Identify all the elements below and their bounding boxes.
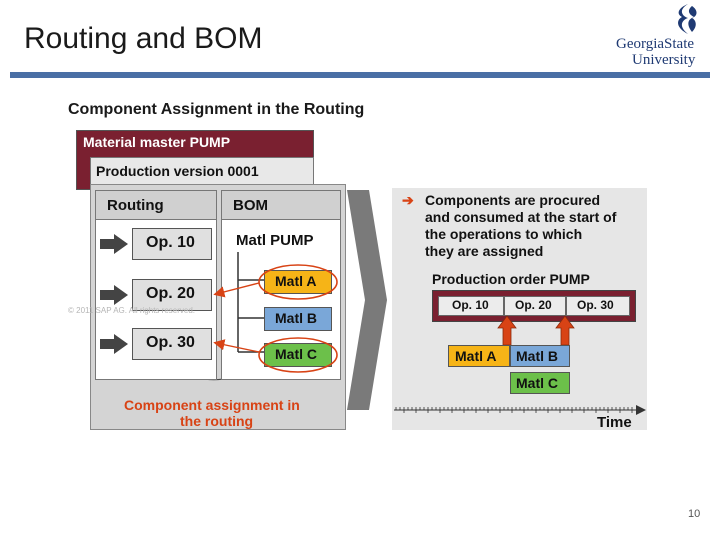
bullet-line: the operations to which [425, 226, 583, 242]
order-matl-c-label: Matl C [516, 375, 558, 391]
copyright-text: © 2011 SAP AG. All rights reserved. [68, 306, 195, 315]
time-axis-label: Time [597, 414, 632, 431]
bullet-arrow-icon: ➔ [402, 192, 414, 208]
operation-label: Op. 10 [146, 234, 195, 251]
figure-title: Component Assignment in the Routing [68, 101, 365, 118]
order-op-box [438, 296, 504, 316]
caption-line2: the routing [180, 413, 254, 429]
university-logo: GeorgiaState University [612, 2, 712, 70]
page-number: 10 [688, 508, 701, 520]
order-matl-a-label: Matl A [455, 348, 497, 364]
bom-header-item: Matl PUMP [236, 232, 314, 249]
operation-box [132, 228, 212, 260]
order-matl-a-box [448, 345, 510, 367]
order-matl-b-label: Matl B [516, 348, 558, 364]
slide-title: Routing and BOM [24, 22, 263, 55]
op-arrow-icon [100, 285, 128, 305]
bullet-line: and consumed at the start of [425, 209, 617, 225]
matl-b-label: Matl B [275, 310, 317, 326]
production-order-title: Production order PUMP [432, 271, 590, 287]
order-op-box [504, 296, 566, 316]
bom-tree-lines [237, 252, 264, 353]
flame-icon [678, 4, 697, 34]
op-arrow-icon [100, 234, 128, 254]
bom-label: BOM [233, 197, 268, 214]
operation-label: Op. 30 [146, 334, 195, 351]
order-op-label: Op. 10 [452, 298, 489, 312]
time-axis [394, 405, 646, 415]
operation-box [132, 328, 212, 360]
logo-text-line2: University [632, 52, 696, 68]
order-matl-b-box [510, 345, 570, 367]
matl-a-label: Matl A [275, 273, 317, 289]
order-matl-c-box [510, 372, 570, 394]
production-version-label: Production version 0001 [96, 163, 259, 179]
op-arrow-icon [100, 334, 128, 354]
order-op-label: Op. 20 [515, 298, 552, 312]
bullet-line: Components are procured [425, 192, 601, 208]
operation-label: Op. 20 [146, 285, 195, 302]
material-master-label: Material master PUMP [83, 134, 231, 150]
logo-text-line1: GeorgiaState [616, 36, 695, 52]
matl-b-box [264, 307, 332, 331]
matl-c-label: Matl C [275, 346, 317, 362]
flow-arrow-icon [347, 190, 387, 410]
bullet-line: they are assigned [425, 243, 544, 259]
routing-header [95, 190, 217, 220]
bom-header [221, 190, 341, 220]
order-op-box [566, 296, 630, 316]
order-op-label: Op. 30 [577, 298, 614, 312]
title-divider [10, 72, 710, 78]
caption-line1: Component assignment in [124, 397, 300, 413]
operation-box [132, 279, 212, 311]
routing-label: Routing [107, 197, 164, 214]
